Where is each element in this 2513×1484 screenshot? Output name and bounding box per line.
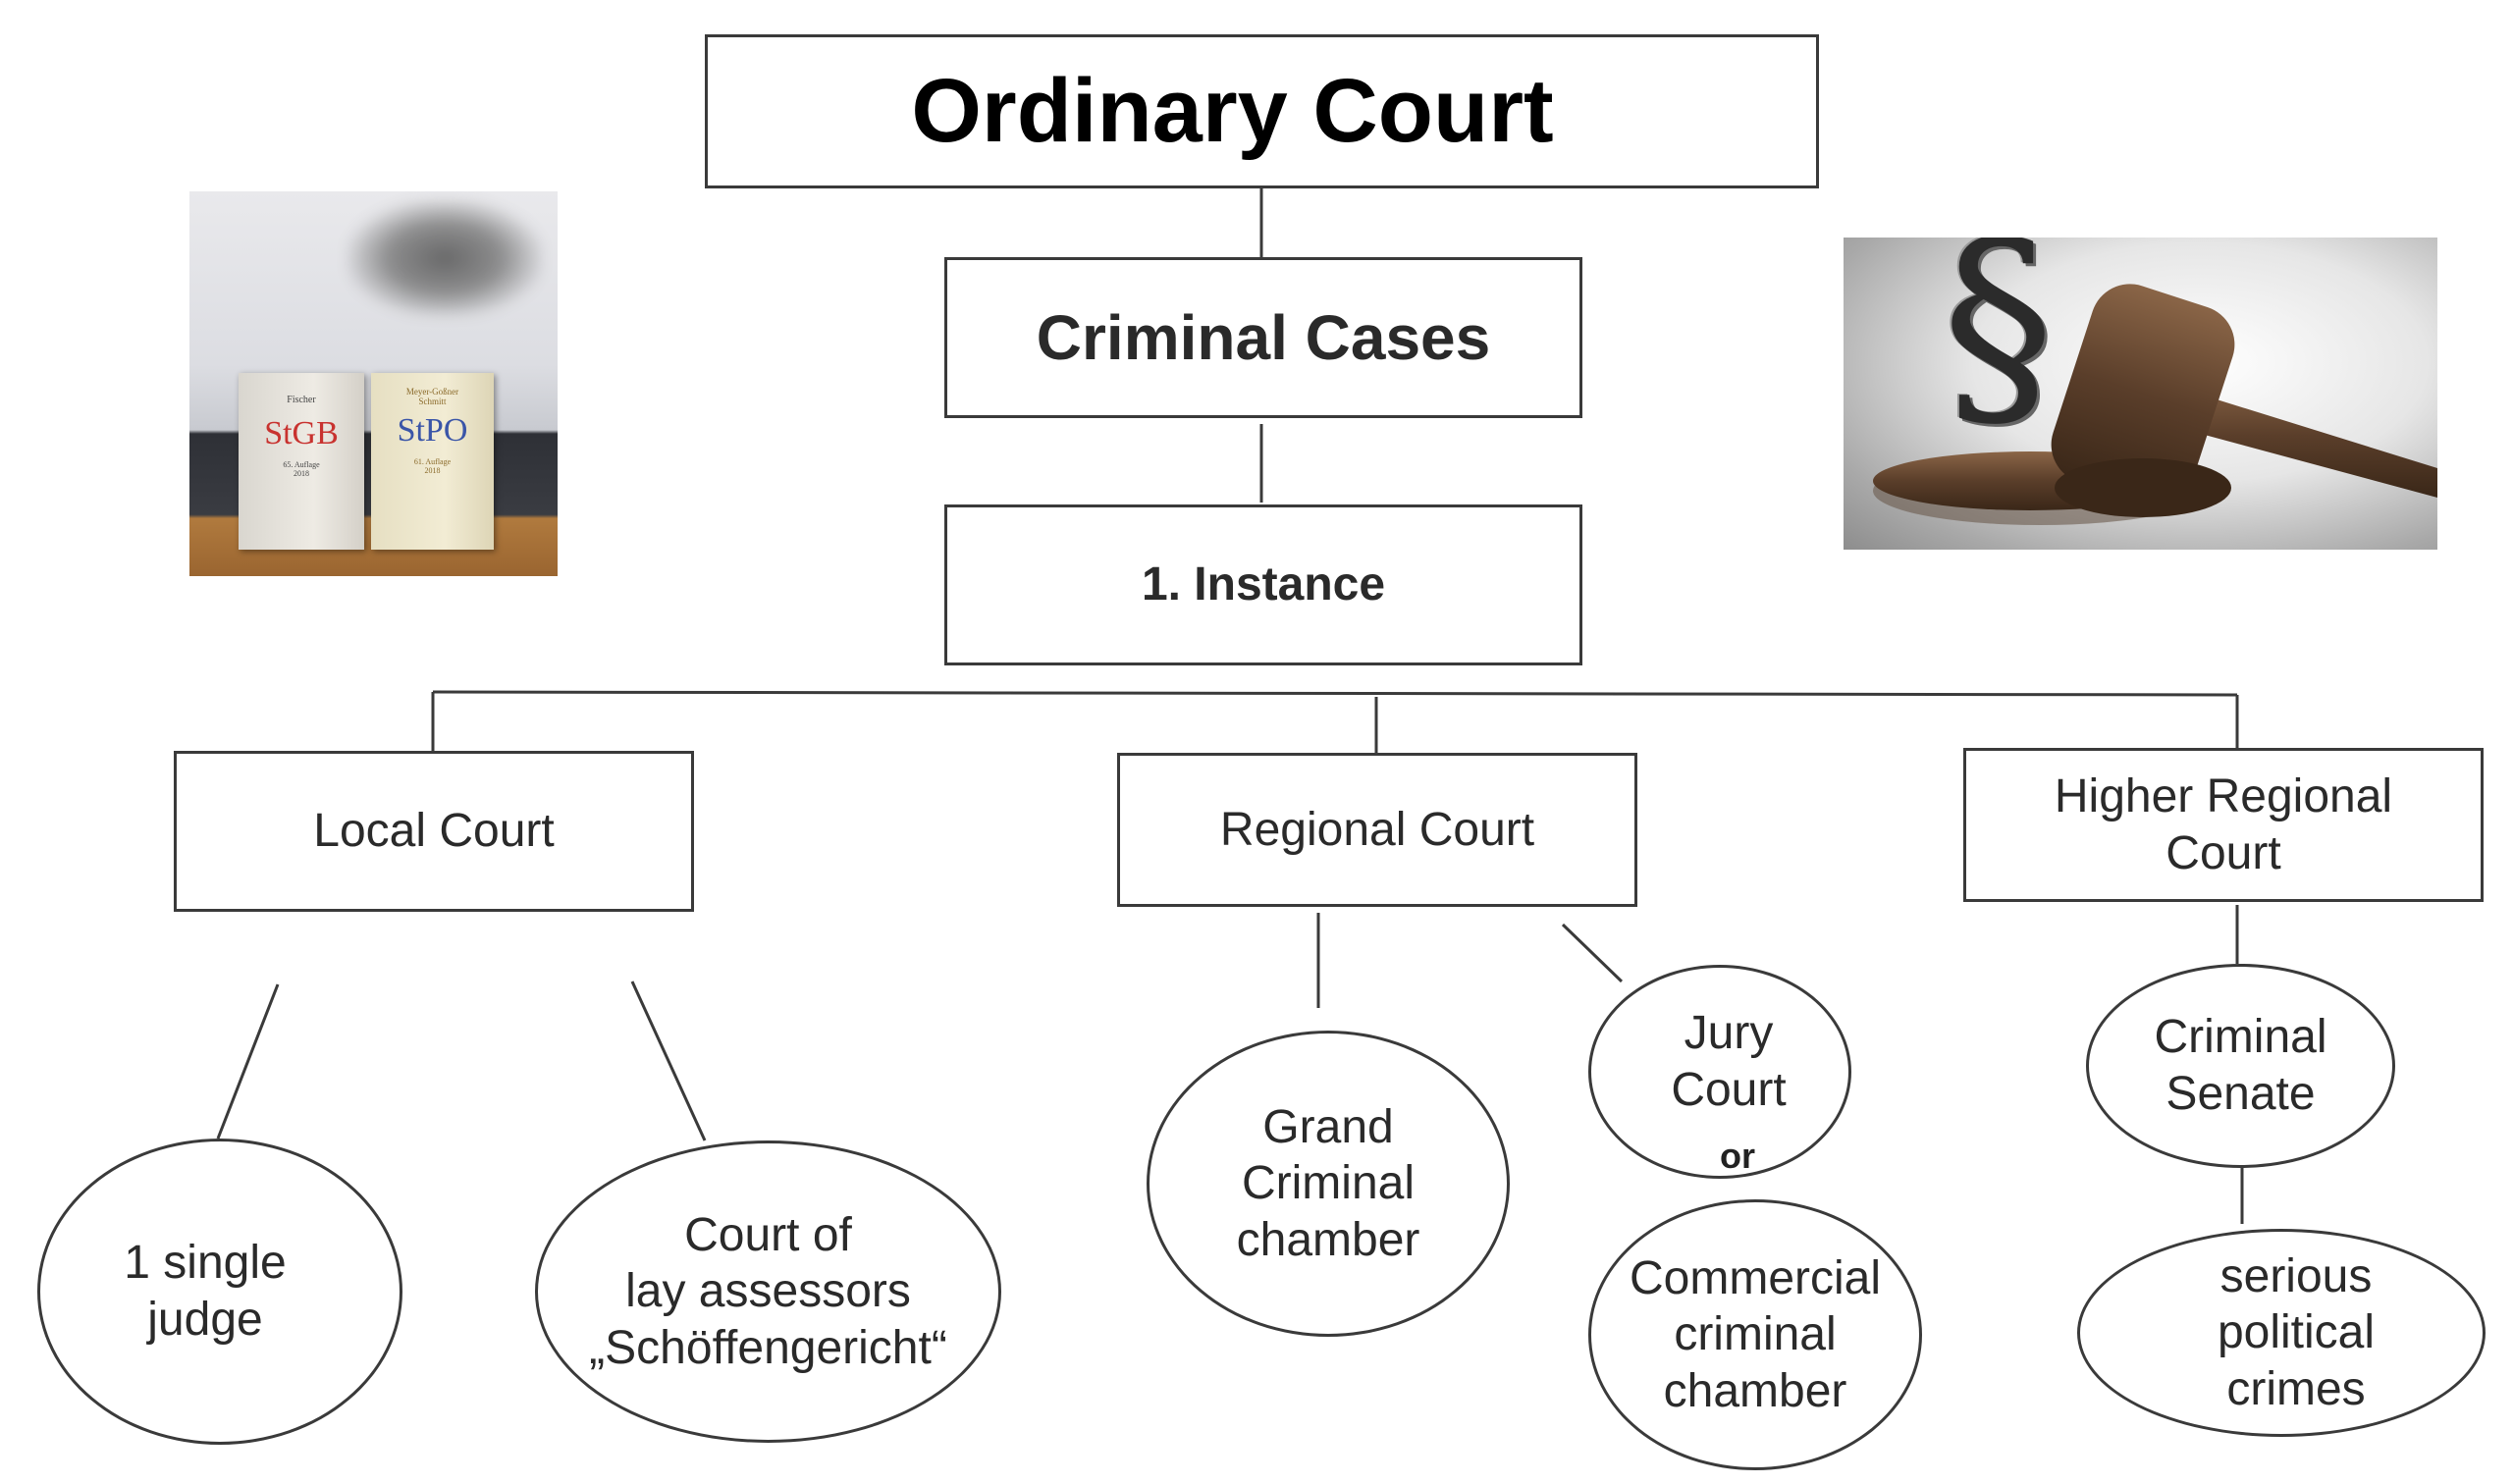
stgb-book: Fischer StGB 65. Auflage 2018 xyxy=(239,373,364,550)
blurred-eagle-emblem xyxy=(347,199,543,317)
title-text: Ordinary Court xyxy=(911,61,1554,162)
jury-court-text: Jury Court xyxy=(1671,1007,1787,1116)
stgb-code: StGB xyxy=(264,415,339,451)
law-books-photo: Fischer StGB 65. Auflage 2018 Meyer-Goßn… xyxy=(189,191,558,576)
connector-local-judge xyxy=(216,983,280,1140)
stpo-book: Meyer-Goßner Schmitt StPO 61. Auflage 20… xyxy=(371,373,494,550)
criminal-cases-text: Criminal Cases xyxy=(1036,301,1491,373)
criminal-senate-text: Criminal Senate xyxy=(2154,1011,2327,1120)
or-label: or xyxy=(1720,1136,1755,1176)
connector-horizontal-bar xyxy=(432,690,2238,697)
lay-assessors-ellipse: Court of lay assessors „Schöffengericht“ xyxy=(535,1140,1001,1443)
higher-regional-court-box: Higher Regional Court xyxy=(1963,748,2484,902)
higher-regional-court-text: Higher Regional Court xyxy=(2054,769,2393,879)
regional-court-box: Regional Court xyxy=(1117,753,1637,907)
jury-court-ellipse: Jury Court xyxy=(1588,965,1851,1179)
gavel-icon xyxy=(1873,284,2437,525)
stpo-edition: 61. Auflage 2018 xyxy=(413,457,452,475)
paragraph-symbol-icon: § xyxy=(1942,238,2055,456)
commercial-criminal-chamber-text: Commercial criminal chamber xyxy=(1629,1251,1882,1417)
gavel-photo: § xyxy=(1844,238,2437,550)
local-court-box: Local Court xyxy=(174,751,694,912)
local-court-text: Local Court xyxy=(313,805,555,858)
stpo-code: StPO xyxy=(397,412,468,449)
title-box: Ordinary Court xyxy=(705,34,1819,188)
regional-court-text: Regional Court xyxy=(1219,803,1535,856)
single-judge-text: 1 single judge xyxy=(124,1237,287,1346)
lay-assessors-text: Court of lay assessors „Schöffengericht“ xyxy=(589,1208,947,1374)
stgb-edition: 65. Auflage 2018 xyxy=(283,460,320,478)
single-judge-ellipse: 1 single judge xyxy=(37,1139,402,1445)
stgb-author: Fischer xyxy=(287,395,316,405)
connector-regional-jury xyxy=(1561,923,1624,983)
stpo-author: Meyer-Goßner Schmitt xyxy=(405,387,459,406)
grand-criminal-chamber-text: Grand Criminal chamber xyxy=(1236,1100,1420,1266)
criminal-cases-box: Criminal Cases xyxy=(944,257,1582,418)
criminal-senate-ellipse: Criminal Senate xyxy=(2086,964,2395,1168)
grand-criminal-chamber-ellipse: Grand Criminal chamber xyxy=(1147,1031,1510,1337)
political-crimes-text: serious political crimes xyxy=(2217,1249,2376,1415)
connector-local-lay xyxy=(630,980,707,1141)
instance-box: 1. Instance xyxy=(944,504,1582,665)
instance-text: 1. Instance xyxy=(1141,558,1386,611)
commercial-criminal-chamber-ellipse: Commercial criminal chamber xyxy=(1588,1199,1922,1470)
political-crimes-ellipse: serious political crimes xyxy=(2077,1229,2486,1437)
